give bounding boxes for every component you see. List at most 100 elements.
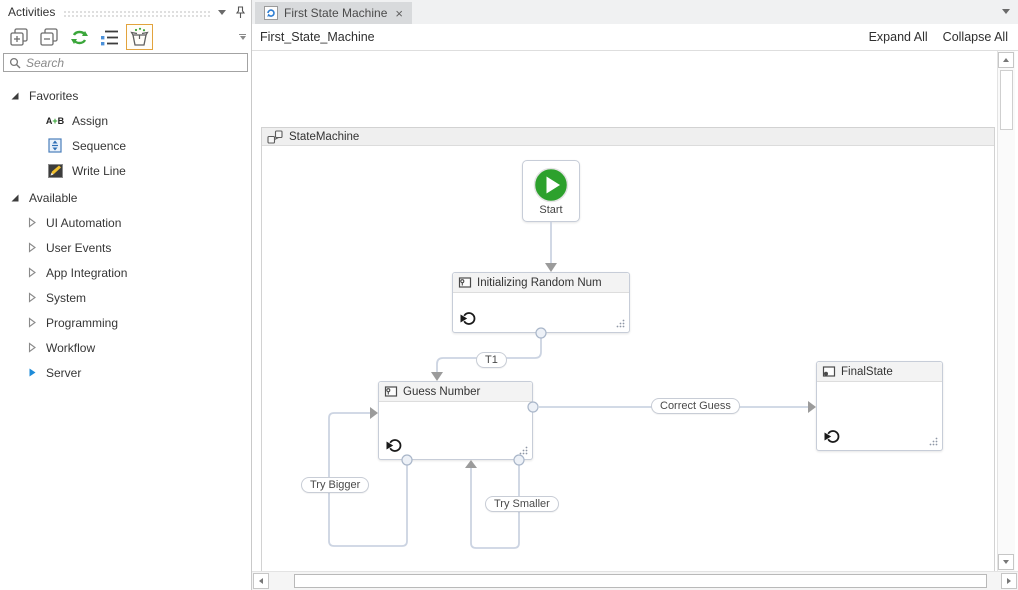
tree-section-favorites[interactable]: Favorites: [0, 83, 251, 108]
final-state-icon: [822, 366, 836, 377]
horizontal-scrollbar[interactable]: [252, 571, 1018, 590]
resize-grip-icon[interactable]: [616, 319, 625, 328]
panel-menu-chevron-down-icon[interactable]: [218, 9, 226, 15]
tree-item-label: System: [46, 290, 87, 305]
tree-item-sequence[interactable]: Sequence: [0, 133, 251, 158]
tab-list-chevron-down-icon[interactable]: [1002, 9, 1010, 14]
pin-icon[interactable]: [236, 5, 245, 19]
state-entry-icon: [386, 439, 402, 452]
tree-item-label: Programming: [46, 315, 119, 330]
start-label: Start: [539, 204, 563, 216]
tree-item-system[interactable]: System: [0, 285, 251, 310]
collapse-all-icon[interactable]: [36, 24, 63, 50]
state-title: Guess Number: [403, 385, 481, 398]
toolbar-overflow-icon[interactable]: [239, 34, 246, 40]
panel-drag-texture[interactable]: [63, 9, 210, 17]
statemachine-container[interactable]: StateMachine: [261, 127, 995, 571]
expander-collapsed-icon[interactable]: [27, 342, 37, 353]
collapse-all-button[interactable]: Collapse All: [942, 30, 1008, 44]
package-icon[interactable]: [126, 24, 153, 50]
scroll-right-button[interactable]: [1001, 573, 1017, 589]
tree-item-label: Workflow: [46, 340, 96, 355]
scroll-left-button[interactable]: [253, 573, 269, 589]
state-node-guess-number[interactable]: Guess Number: [378, 381, 533, 460]
tab-first-state-machine[interactable]: First State Machine ×: [255, 2, 412, 24]
search-input[interactable]: [26, 55, 242, 70]
activities-tree: Favorites A+B Assign Sequence: [0, 74, 251, 590]
expander-collapsed-icon[interactable]: [27, 267, 37, 278]
close-icon[interactable]: ×: [395, 5, 403, 21]
expander-selected-icon[interactable]: [27, 367, 37, 378]
state-entry-icon: [460, 312, 476, 325]
scroll-up-button[interactable]: [998, 52, 1014, 68]
section-label: Available: [29, 190, 78, 205]
triangle-left-icon: [259, 578, 263, 584]
horizontal-scroll-thumb[interactable]: [294, 574, 987, 588]
resize-grip-icon[interactable]: [519, 446, 528, 455]
state-title: Initializing Random Num: [477, 276, 602, 289]
state-entry-icon: [824, 430, 840, 443]
designer-canvas[interactable]: StateMachine Start: [252, 51, 997, 571]
tree-item-label: Server: [46, 365, 82, 380]
tree-item-user-events[interactable]: User Events: [0, 235, 251, 260]
scroll-down-button[interactable]: [998, 554, 1014, 570]
tree-item-label: App Integration: [46, 265, 128, 280]
tree-item-label: Sequence: [72, 138, 127, 153]
state-header[interactable]: Guess Number: [379, 382, 532, 402]
tree-section-available[interactable]: Available: [0, 185, 251, 210]
workflow-file-icon: [264, 6, 278, 20]
expander-collapsed-icon[interactable]: [27, 292, 37, 303]
state-title: FinalState: [841, 365, 893, 378]
vertical-scroll-thumb[interactable]: [1000, 70, 1013, 130]
activities-panel-header: Activities: [0, 0, 251, 22]
section-label: Favorites: [29, 88, 79, 103]
breadcrumb[interactable]: First_State_Machine: [260, 30, 375, 44]
expander-collapsed-icon[interactable]: [27, 242, 37, 253]
breadcrumb-bar: First_State_Machine Expand All Collapse …: [252, 24, 1018, 51]
designer-editor: First State Machine × First_State_Machin…: [252, 0, 1018, 590]
state-icon: [458, 277, 472, 288]
tree-item-app-integration[interactable]: App Integration: [0, 260, 251, 285]
statemachine-header[interactable]: StateMachine: [262, 128, 994, 146]
tree-item-write-line[interactable]: Write Line: [0, 158, 251, 183]
start-node[interactable]: Start: [522, 160, 580, 222]
activities-panel: Activities: [0, 0, 252, 590]
expand-all-icon[interactable]: [6, 24, 33, 50]
expander-expanded-icon[interactable]: [10, 193, 20, 203]
tree-item-programming[interactable]: Programming: [0, 310, 251, 335]
refresh-icon[interactable]: [66, 24, 93, 50]
state-icon: [384, 386, 398, 397]
expander-collapsed-icon[interactable]: [27, 317, 37, 328]
tree-item-workflow[interactable]: Workflow: [0, 335, 251, 360]
state-machine-icon: [267, 129, 283, 144]
tab-title: First State Machine: [284, 6, 388, 20]
sequence-icon: [44, 138, 66, 153]
show-categories-icon[interactable]: [96, 24, 123, 50]
tree-item-ui-automation[interactable]: UI Automation: [0, 210, 251, 235]
expand-all-button[interactable]: Expand All: [868, 30, 928, 44]
tree-item-label: Assign: [72, 113, 109, 128]
state-node-initializing-random-num[interactable]: Initializing Random Num: [452, 272, 630, 333]
transition-label-try-bigger[interactable]: Try Bigger: [301, 477, 370, 493]
statemachine-title: StateMachine: [289, 130, 360, 143]
expander-collapsed-icon[interactable]: [27, 217, 37, 228]
transition-label-t1[interactable]: T1: [476, 352, 507, 368]
assign-icon: A+B: [45, 115, 65, 126]
tree-item-server[interactable]: Server: [0, 360, 251, 385]
expander-expanded-icon[interactable]: [10, 91, 20, 101]
state-header[interactable]: Initializing Random Num: [453, 273, 629, 293]
transition-label-try-smaller[interactable]: Try Smaller: [485, 496, 559, 512]
tree-item-label: User Events: [46, 240, 112, 255]
write-line-icon: [44, 163, 66, 178]
resize-grip-icon[interactable]: [929, 437, 938, 446]
state-header[interactable]: FinalState: [817, 362, 942, 382]
transition-label-correct-guess[interactable]: Correct Guess: [651, 398, 740, 414]
start-play-icon: [533, 167, 569, 203]
tree-item-label: UI Automation: [46, 215, 122, 230]
vertical-scrollbar[interactable]: [997, 51, 1015, 571]
tree-item-label: Write Line: [72, 163, 126, 178]
tree-item-assign[interactable]: A+B Assign: [0, 108, 251, 133]
search-icon: [9, 57, 21, 68]
state-node-finalstate[interactable]: FinalState: [816, 361, 943, 451]
